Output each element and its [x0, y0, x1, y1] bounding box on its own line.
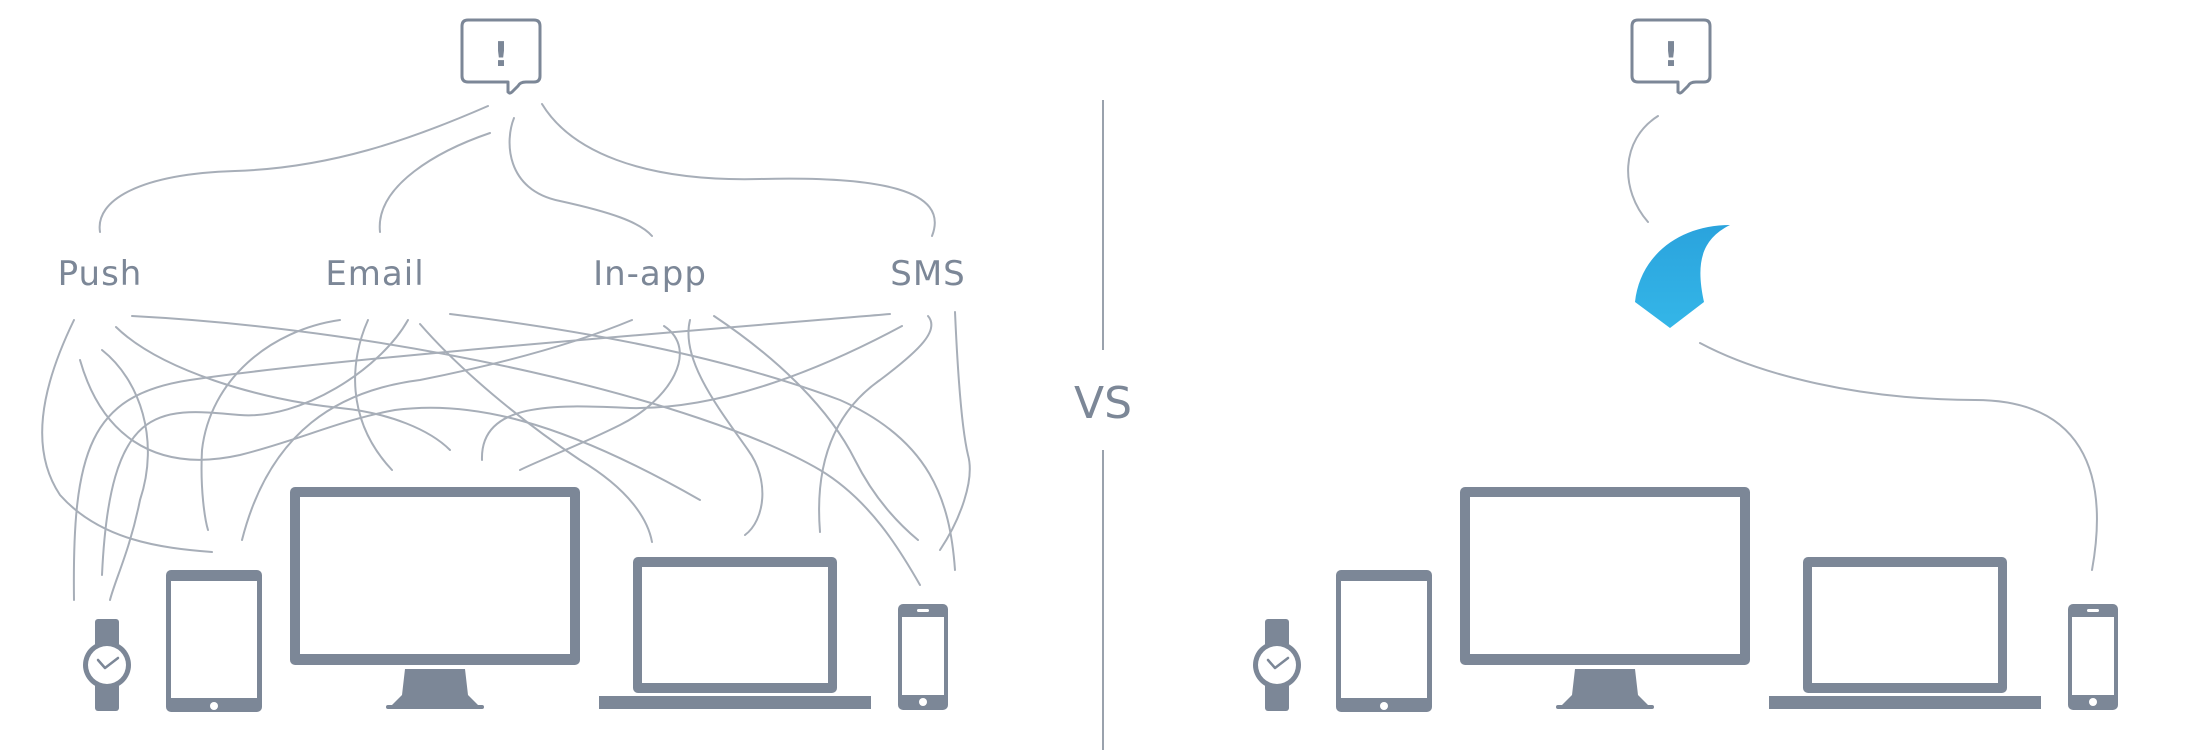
- logo-to-phone-wire: [1699, 342, 2098, 571]
- desktop-monitor-icon: [1460, 487, 1750, 709]
- right-panel: !: [1251, 18, 2118, 713]
- alert-bubble-icon: !: [1630, 18, 1712, 95]
- vs-label: VS: [1074, 378, 1132, 429]
- channel-label-in-app: In-app: [593, 254, 707, 294]
- watch-icon: [1251, 617, 1303, 713]
- phone-icon: [2068, 604, 2118, 710]
- right-devices: [1251, 487, 2118, 713]
- tablet-icon: [1336, 570, 1432, 712]
- alert-mark: !: [493, 35, 509, 75]
- left-panel: ! Push Email In-app SMS: [41, 18, 971, 713]
- laptop-icon: [599, 557, 871, 709]
- alert-to-logo-wire: [1627, 115, 1659, 223]
- blue-shark-fin-logo: [1635, 225, 1730, 328]
- laptop-icon: [1769, 557, 2041, 709]
- watch-icon: [81, 617, 133, 713]
- versus-divider: VS: [1074, 100, 1132, 750]
- channel-label-push: Push: [58, 254, 143, 294]
- desktop-monitor-icon: [290, 487, 580, 709]
- alert-mark: !: [1663, 35, 1679, 75]
- channel-label-sms: SMS: [890, 254, 966, 294]
- alert-to-channel-wires: [98, 103, 936, 237]
- channel-to-device-wires: [41, 311, 971, 601]
- channel-labels: Push Email In-app SMS: [58, 254, 966, 294]
- channel-label-email: Email: [325, 254, 424, 294]
- tablet-icon: [166, 570, 262, 712]
- alert-bubble-icon: !: [460, 18, 542, 95]
- left-devices: [81, 487, 948, 713]
- phone-icon: [898, 604, 948, 710]
